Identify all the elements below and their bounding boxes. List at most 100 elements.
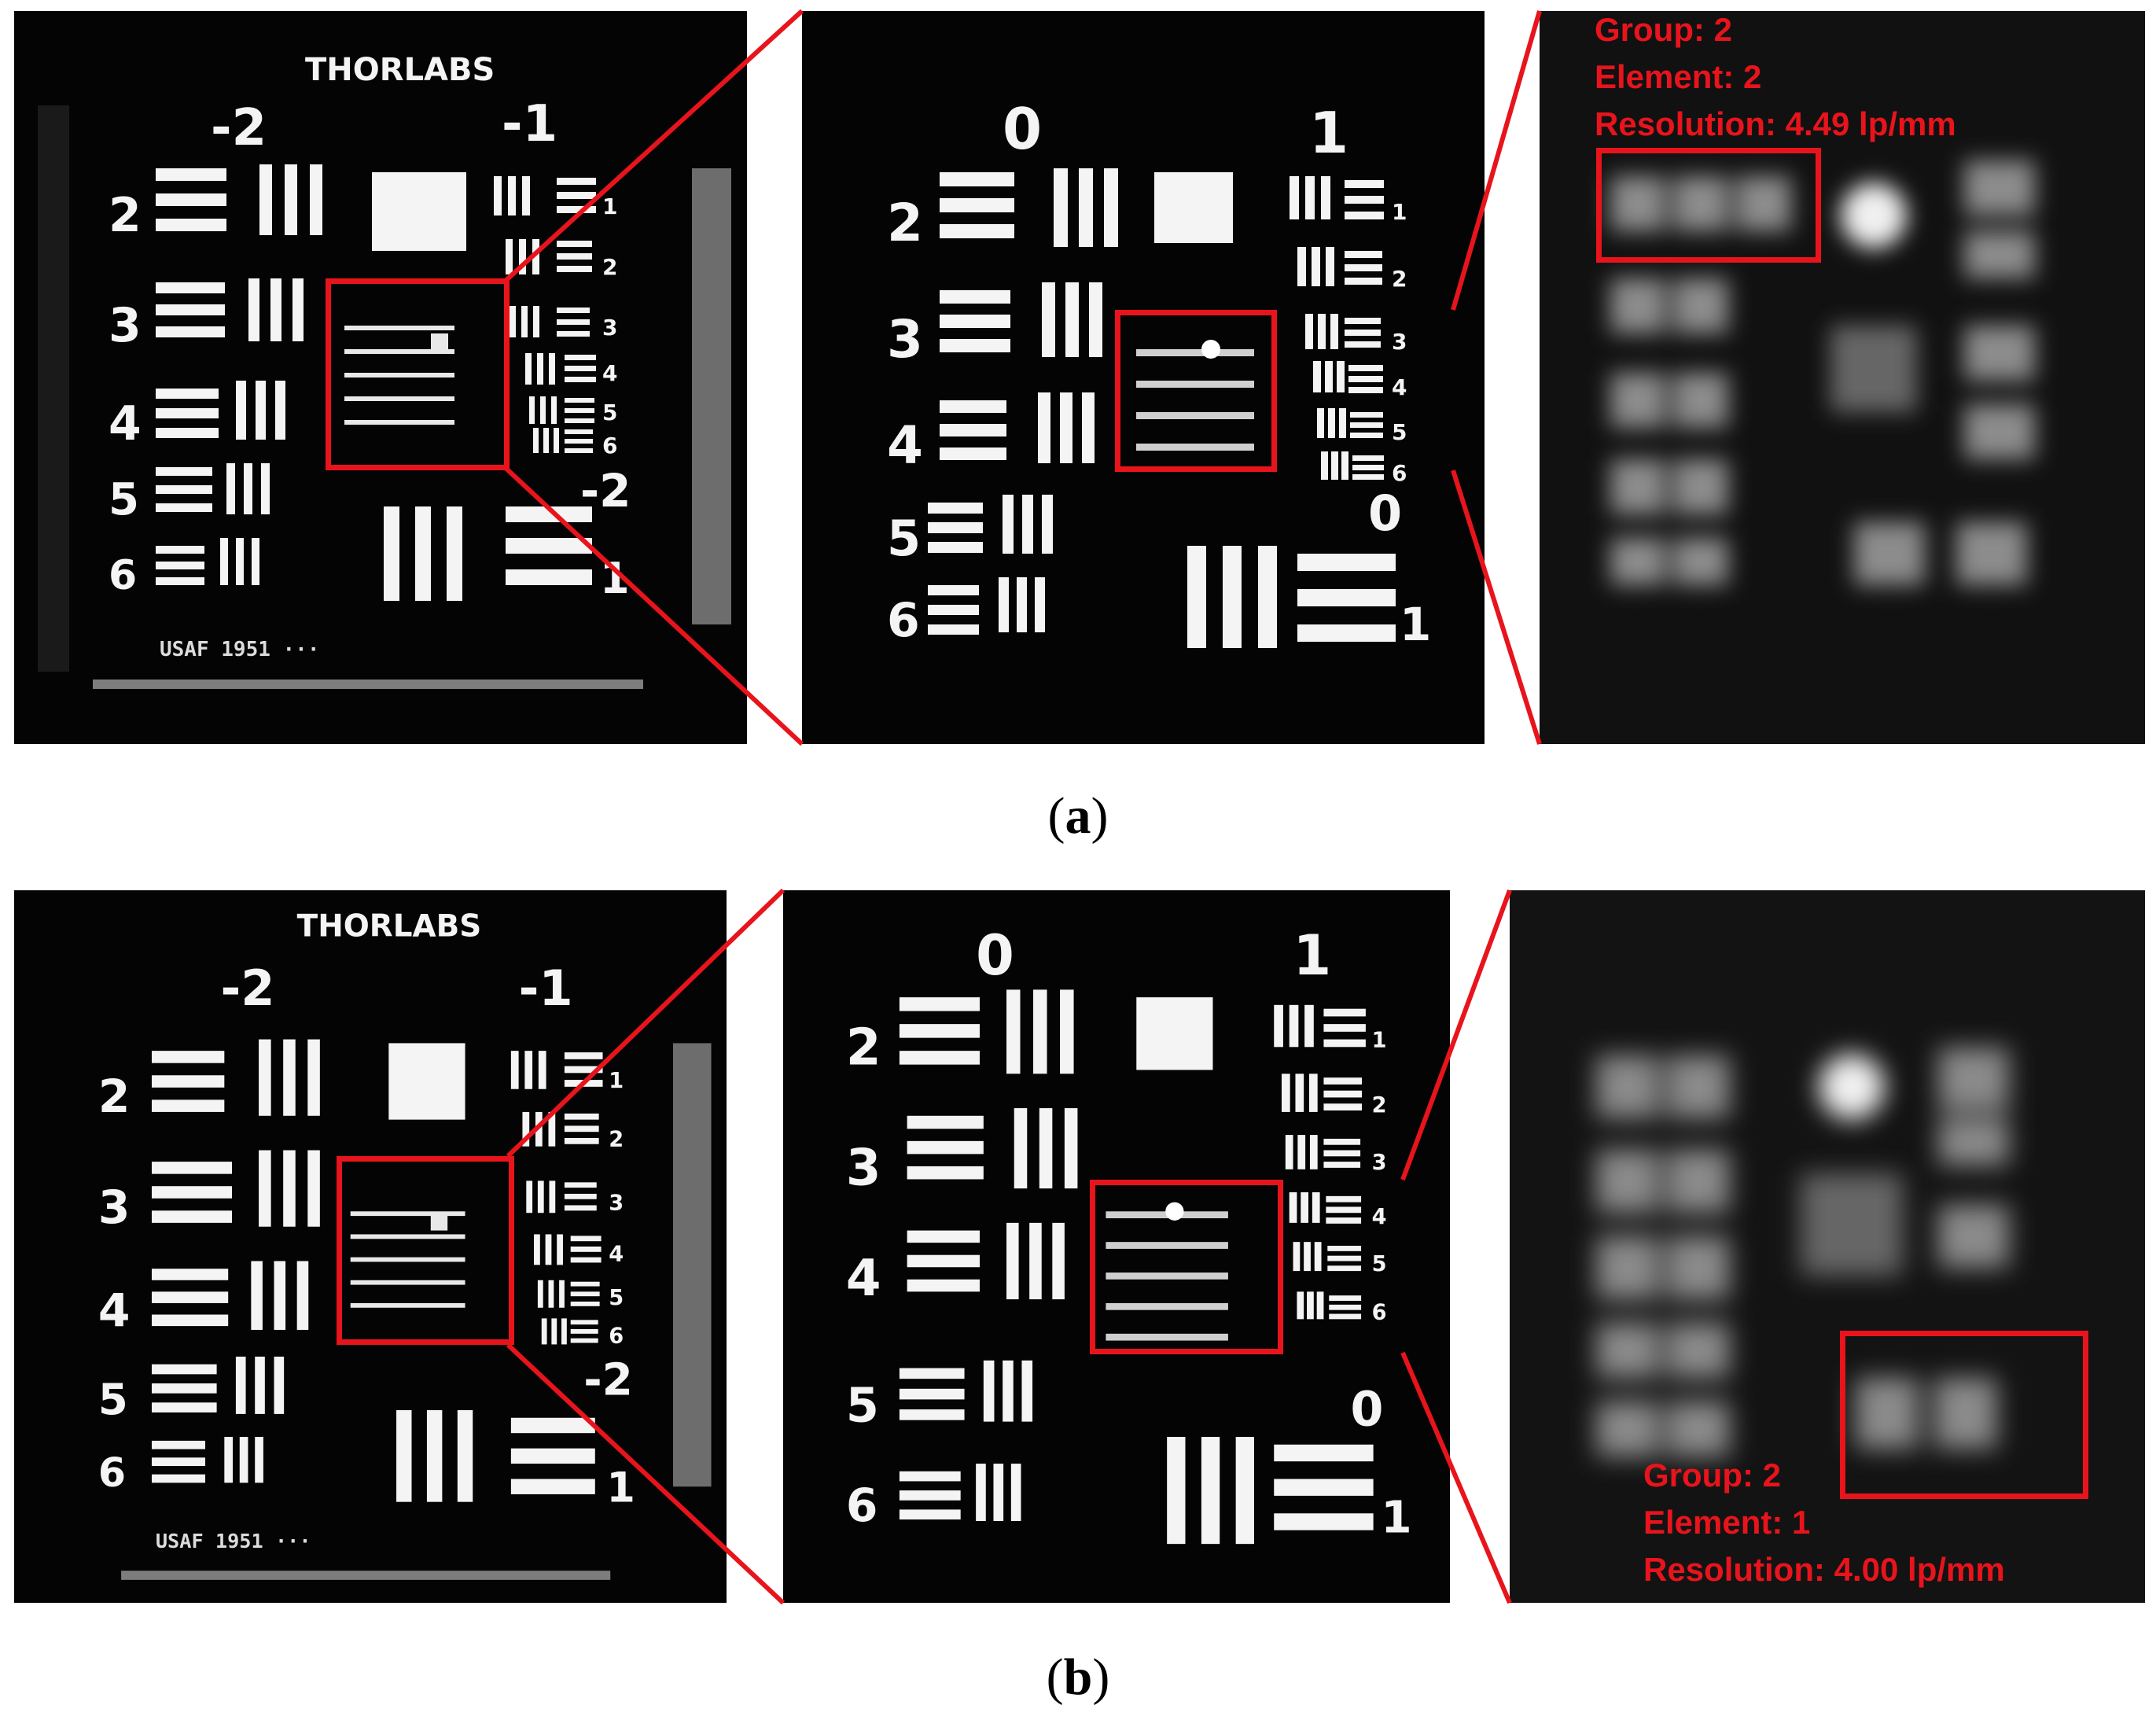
svg-text:2: 2	[609, 1128, 624, 1152]
element-numbers-left: 2 3 4 5 6	[887, 193, 923, 648]
annotation-resolution: Resolution: 4.49 lp/mm	[1595, 105, 1956, 142]
svg-text:3: 3	[109, 298, 142, 353]
svg-text:6: 6	[609, 1324, 624, 1348]
usaf-target-mid-b: 0 1	[846, 923, 1412, 1545]
svg-text:4: 4	[109, 396, 142, 451]
roi-box-a-zoom	[1596, 148, 1821, 263]
svg-text:5: 5	[98, 1374, 128, 1424]
inner-target-thumbnail	[344, 326, 454, 425]
element-numbers-right: 1 2 3 4 5 6	[1372, 1028, 1387, 1324]
svg-text:6: 6	[109, 552, 137, 599]
svg-text:2: 2	[846, 1018, 881, 1077]
svg-text:5: 5	[609, 1286, 624, 1310]
group-label: 1	[1293, 923, 1332, 988]
svg-text:4: 4	[887, 415, 923, 476]
caption-b: (b)	[1046, 1648, 1110, 1706]
svg-text:3: 3	[98, 1180, 131, 1234]
roi-box-a-mid	[1115, 310, 1277, 472]
annotation-element: Element: 1	[1643, 1504, 1811, 1541]
usaf-target-mid-a: 0 1	[887, 96, 1431, 651]
element-label: 1	[1400, 598, 1431, 651]
group-label: 0	[1003, 96, 1042, 162]
group-label: -2	[220, 959, 274, 1017]
svg-text:4: 4	[1392, 374, 1407, 400]
roi-box-b-zoom	[1840, 1331, 2088, 1499]
svg-text:1: 1	[1372, 1028, 1387, 1052]
svg-text:5: 5	[1392, 419, 1407, 445]
panel-b-mid: 0 1	[783, 890, 1450, 1603]
svg-text:2: 2	[109, 188, 142, 243]
footer-label: USAF 1951 ···	[160, 638, 320, 661]
element-label: 1	[1381, 1493, 1411, 1544]
usaf-target-zoom-a	[1610, 160, 2035, 585]
svg-text:3: 3	[1372, 1151, 1387, 1175]
panel-a-zoom	[1540, 11, 2145, 744]
svg-text:6: 6	[98, 1449, 126, 1496]
element-numbers-left: 2 3 4 5 6	[98, 1070, 131, 1496]
svg-text:6: 6	[1392, 460, 1407, 486]
svg-text:6: 6	[602, 433, 617, 459]
usaf-target-zoom-b	[1596, 1048, 2009, 1457]
roi-box-a-wide	[326, 278, 510, 470]
caption-a: (a)	[1047, 787, 1109, 845]
group-label: 0	[976, 923, 1014, 988]
panel-a-mid: 0 1	[802, 11, 1485, 744]
svg-text:4: 4	[609, 1242, 624, 1266]
svg-text:4: 4	[98, 1284, 131, 1337]
inner-target-thumbnail	[1136, 340, 1254, 451]
group-label: 1	[1309, 100, 1348, 166]
footer-label: USAF 1951 ···	[156, 1530, 311, 1552]
svg-text:2: 2	[1392, 266, 1407, 292]
svg-text:6: 6	[887, 593, 920, 648]
svg-text:2: 2	[602, 254, 617, 280]
svg-text:4: 4	[602, 360, 617, 386]
svg-text:3: 3	[1392, 329, 1407, 355]
svg-text:4: 4	[846, 1249, 881, 1308]
svg-text:5: 5	[846, 1379, 879, 1434]
svg-text:3: 3	[602, 315, 617, 341]
group-label: -1	[502, 95, 557, 153]
annotation-resolution: Resolution: 4.00 lp/mm	[1643, 1551, 2005, 1588]
svg-text:3: 3	[609, 1191, 624, 1215]
annotation-group: Group: 2	[1643, 1457, 1781, 1493]
svg-text:6: 6	[846, 1479, 878, 1532]
svg-text:1: 1	[602, 193, 617, 219]
element-numbers-left: 2 3 4 5 6	[846, 1018, 881, 1532]
svg-text:3: 3	[887, 309, 923, 370]
svg-text:5: 5	[1372, 1252, 1387, 1276]
svg-text:3: 3	[846, 1138, 881, 1197]
element-label: 1	[606, 1464, 635, 1512]
panel-b-zoom	[1510, 890, 2145, 1603]
inner-target-thumbnail	[350, 1211, 465, 1308]
svg-text:2: 2	[1372, 1093, 1387, 1118]
element-numbers-right: 1 2 3 4 5 6	[609, 1069, 624, 1349]
roi-box-b-mid	[1090, 1180, 1283, 1354]
group-label: -2	[580, 464, 631, 517]
group-label: -2	[211, 99, 267, 157]
svg-text:1: 1	[1392, 199, 1407, 225]
element-label: 1	[600, 554, 630, 603]
svg-text:2: 2	[887, 193, 923, 253]
svg-text:5: 5	[887, 510, 921, 567]
annotation-b: Group: 2 Element: 1 Resolution: 4.00 lp/…	[1643, 1452, 2005, 1593]
brand-label: THORLABS	[297, 908, 482, 944]
annotation-element: Element: 2	[1595, 58, 1762, 95]
svg-text:5: 5	[109, 474, 139, 525]
svg-text:2: 2	[98, 1070, 131, 1123]
group-label: -2	[583, 1355, 633, 1406]
roi-box-b-wide	[337, 1156, 514, 1345]
element-numbers-right: 1 2 3 4 5 6	[1392, 199, 1407, 486]
svg-text:4: 4	[1372, 1205, 1387, 1229]
svg-text:1: 1	[609, 1069, 624, 1093]
annotation-group: Group: 2	[1595, 11, 1732, 48]
group-label: 0	[1350, 1382, 1383, 1437]
element-numbers-left: 2 3 4 5 6	[109, 188, 142, 599]
brand-label: THORLABS	[305, 52, 495, 88]
group-label: 0	[1368, 484, 1402, 542]
element-numbers-right: 1 2 3 4 5 6	[602, 193, 617, 459]
inner-target-thumbnail	[1106, 1202, 1228, 1341]
svg-text:6: 6	[1372, 1300, 1387, 1324]
group-label: -1	[519, 959, 573, 1017]
svg-text:5: 5	[602, 400, 617, 425]
annotation-a: Group: 2 Element: 2 Resolution: 4.49 lp/…	[1595, 6, 1956, 148]
